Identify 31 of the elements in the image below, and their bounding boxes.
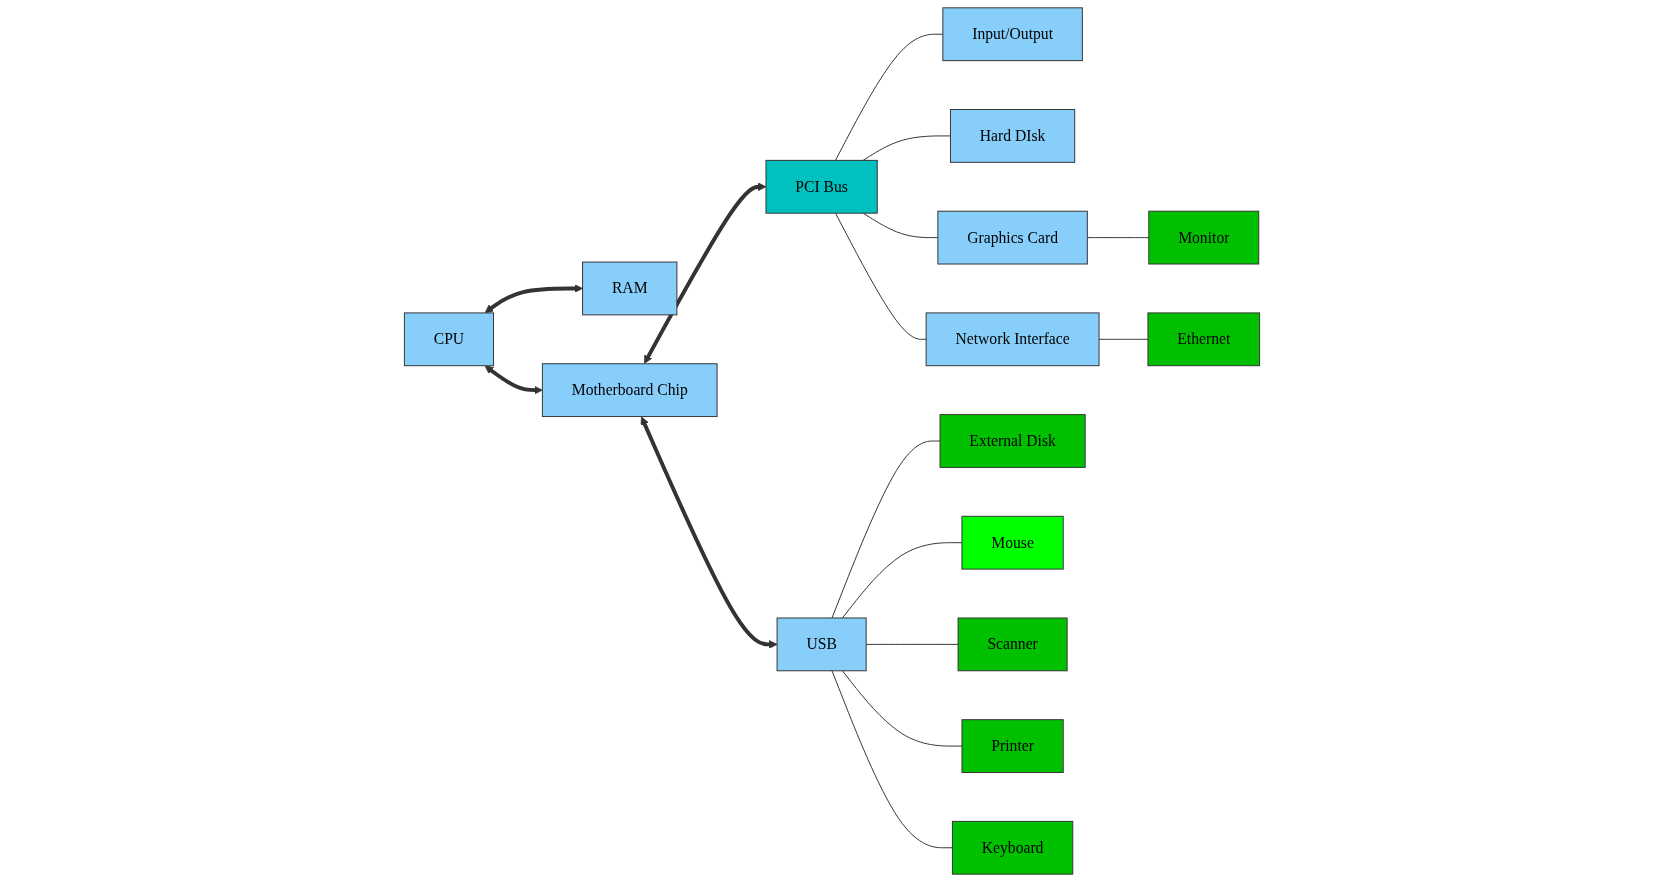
connector xyxy=(841,670,963,747)
node-box: USB xyxy=(776,617,867,672)
connector xyxy=(1086,237,1150,239)
connector xyxy=(841,542,963,619)
connector xyxy=(835,212,927,340)
node-box: Input/Output xyxy=(942,7,1083,62)
node-box: PCI Bus xyxy=(765,159,878,214)
node-box: Monitor xyxy=(1148,210,1260,265)
node-box: CPU xyxy=(403,312,494,367)
node-box: Network Interface xyxy=(925,312,1100,367)
node-box: Keyboard xyxy=(951,820,1074,875)
node-box: Mouse xyxy=(961,515,1064,570)
node-box: Printer xyxy=(961,719,1064,773)
node-box: Graphics Card xyxy=(937,210,1088,265)
node-box: RAM xyxy=(582,261,678,316)
node-box: Hard DIsk xyxy=(949,109,1076,163)
connector xyxy=(865,643,959,645)
arrow xyxy=(640,416,778,649)
arrow xyxy=(484,365,543,395)
connector xyxy=(1098,338,1149,340)
connector xyxy=(835,33,944,161)
arrow xyxy=(484,284,583,314)
node-box: Scanner xyxy=(957,617,1068,672)
node-box: Motherboard Chip xyxy=(541,363,718,418)
arrow xyxy=(644,182,767,364)
connector xyxy=(831,440,941,619)
connector xyxy=(831,670,953,849)
connector xyxy=(862,135,951,161)
node-box: Ethernet xyxy=(1147,312,1261,367)
connector xyxy=(862,212,939,239)
node-box: External Disk xyxy=(939,414,1086,468)
